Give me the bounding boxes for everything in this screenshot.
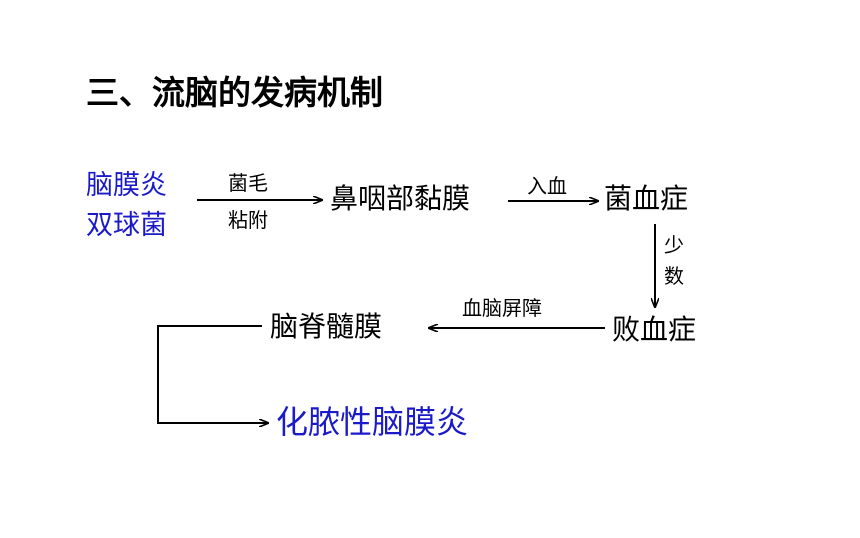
- pili-label-line2: 粘附: [228, 208, 268, 232]
- arrow-meninges-to-meningitis: [157, 325, 268, 423]
- enter-blood-label: 入血: [527, 174, 567, 198]
- bbb-label: 血脑屏障: [462, 296, 542, 320]
- node-nasopharynx: 鼻咽部黏膜: [330, 182, 471, 215]
- node-meninges: 脑脊髓膜: [270, 310, 383, 343]
- node-septicemia: 败血症: [612, 313, 697, 346]
- pathogen-label-line1: 脑膜炎: [86, 170, 167, 201]
- slide-title: 三、流脑的发病机制: [86, 73, 383, 112]
- few-label-line2: 数: [664, 264, 684, 288]
- few-label-line1: 少: [664, 233, 684, 257]
- node-bacteremia: 菌血症: [604, 182, 689, 215]
- pathogen-label-line2: 双球菌: [86, 210, 167, 241]
- pili-label-line1: 菌毛: [228, 171, 268, 195]
- node-purulent-meningitis: 化脓性脑膜炎: [276, 403, 469, 441]
